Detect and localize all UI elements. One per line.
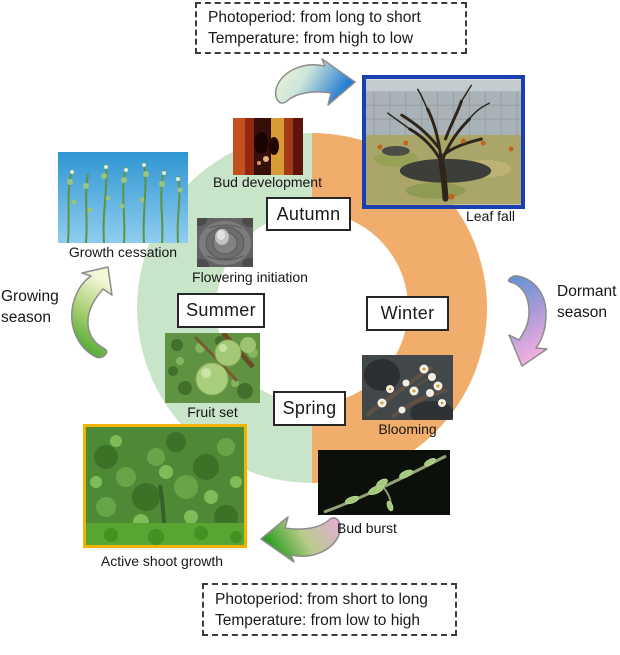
season-box-summer: Summer — [177, 293, 265, 328]
photo-bud-burst — [318, 450, 450, 515]
label-active-shoot-growth: Active shoot growth — [100, 553, 224, 569]
photo-active-shoot-growth — [83, 424, 247, 548]
season-box-winter: Winter — [366, 296, 449, 331]
growing-season-line2: season — [1, 309, 51, 326]
photo-bud-development — [233, 118, 303, 175]
growing-season-line1: Growing — [1, 288, 59, 305]
photo-flowering-initiation — [197, 218, 253, 267]
note-top-line1: Photoperiod: from long to short — [208, 9, 421, 26]
label-leaf-fall: Leaf fall — [466, 208, 516, 224]
dormant-season-line1: Dormant — [557, 283, 617, 300]
photo-growth-cessation — [58, 152, 188, 243]
curved-arrow-right-icon — [268, 57, 360, 107]
photoperiod-note-top: Photoperiod: from long to short Temperat… — [195, 2, 467, 54]
label-bud-burst: Bud burst — [337, 520, 397, 536]
photo-leaf-fall — [362, 75, 525, 209]
label-blooming: Blooming — [378, 421, 437, 437]
label-dormant-season: Dormant season — [557, 281, 616, 323]
note-bottom-line1: Photoperiod: from short to long — [215, 590, 428, 608]
curved-arrow-left-icon — [254, 516, 348, 564]
label-fruit-set: Fruit set — [187, 404, 238, 420]
curved-arrow-up-icon — [60, 265, 114, 360]
label-growing-season: Growing season — [1, 286, 59, 328]
season-box-spring: Spring — [273, 391, 346, 426]
label-bud-development: Bud development — [213, 174, 322, 190]
note-top-line2: Temperature: from high to low — [208, 30, 414, 47]
label-growth-cessation: Growth cessation — [68, 244, 178, 260]
label-flowering-initiation: Flowering initiation — [192, 269, 308, 285]
photoperiod-note-bottom: Photoperiod: from short to long Temperat… — [202, 583, 457, 636]
dormant-season-line2: season — [557, 304, 607, 321]
photo-blooming — [362, 355, 453, 420]
note-bottom-line2: Temperature: from low to high — [215, 611, 421, 629]
curved-arrow-down-icon — [505, 273, 555, 368]
photo-fruit-set — [165, 333, 260, 403]
season-box-autumn: Autumn — [266, 197, 351, 231]
